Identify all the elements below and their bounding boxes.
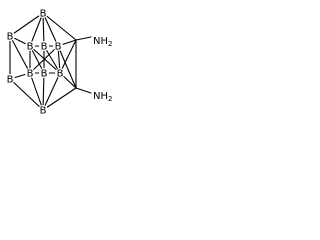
amine-group-top: NH2 [93, 36, 112, 48]
bond-rm-cb [57, 45, 77, 89]
svg-text:NH2: NH2 [93, 36, 112, 48]
bond-top-rm [42, 12, 59, 47]
atom-background-rm [53, 41, 63, 51]
cage-bonds [9, 12, 92, 111]
atom-background-lb [5, 74, 15, 84]
atom-background-top [38, 8, 48, 18]
amine-top-subscript: 2 [108, 40, 112, 48]
boron-atom-label-mm2: B [41, 69, 48, 80]
atom-background-lt [5, 31, 15, 41]
atom-background-mm [39, 41, 49, 51]
svg-text:NH2: NH2 [93, 91, 112, 103]
amine-bottom-h: H [100, 91, 108, 102]
bond-bot-lm2 [29, 72, 44, 111]
amine-bottom-n: N [93, 91, 100, 102]
bond-top-mm [42, 12, 45, 47]
bond-ct-amine [75, 36, 92, 41]
amine-top-h: H [100, 36, 108, 47]
amine-top-n: N [93, 36, 100, 47]
amine-group-bottom: NH2 [93, 91, 112, 103]
atom-background-bot [38, 105, 48, 115]
atom-background-lm2 [25, 68, 35, 78]
bond-bot-lb [9, 78, 44, 111]
boron-atom-label-lt: B [7, 32, 14, 43]
bond-top-lt [9, 12, 44, 37]
boron-atom-label-lb: B [7, 75, 14, 86]
boron-atom-label-bot: B [40, 106, 47, 117]
boron-atom-label-mm: B [41, 42, 48, 53]
bond-lm-rm2 [29, 45, 61, 74]
boron-atom-label-lm: B [27, 42, 34, 53]
atom-background-lm [25, 41, 35, 51]
boron-atom-label-rm: B [55, 42, 62, 53]
bond-bot-mm2 [42, 72, 45, 111]
boron-atom-label-rm2: B [57, 69, 64, 80]
boron-atom-label-top: B [40, 9, 47, 20]
atom-background-mm2 [39, 68, 49, 78]
bond-bot-rm2 [42, 72, 61, 111]
bond-mm-rm2 [43, 45, 61, 74]
bond-cb-amine [75, 87, 92, 94]
bond-lm2-rm [29, 45, 59, 74]
bond-ct-rm2 [59, 39, 77, 74]
bond-top-lm [29, 12, 44, 47]
amine-bottom-subscript: 2 [108, 95, 112, 103]
bond-lt-lm2 [9, 35, 31, 74]
boron-atom-label-lm2: B [27, 69, 34, 80]
atom-background-rm2 [55, 68, 65, 78]
bond-top-ct [42, 12, 77, 41]
bond-lm-mm2 [29, 45, 45, 74]
bond-bot-cb [42, 87, 77, 111]
